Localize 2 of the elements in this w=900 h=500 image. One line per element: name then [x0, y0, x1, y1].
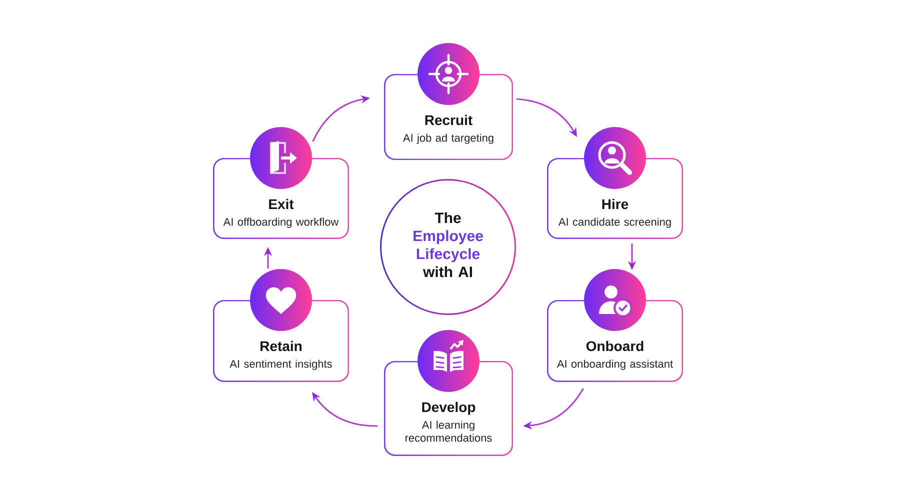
- stage-title: Develop: [422, 402, 476, 415]
- stage-description: AI learning recommendations: [406, 420, 492, 442]
